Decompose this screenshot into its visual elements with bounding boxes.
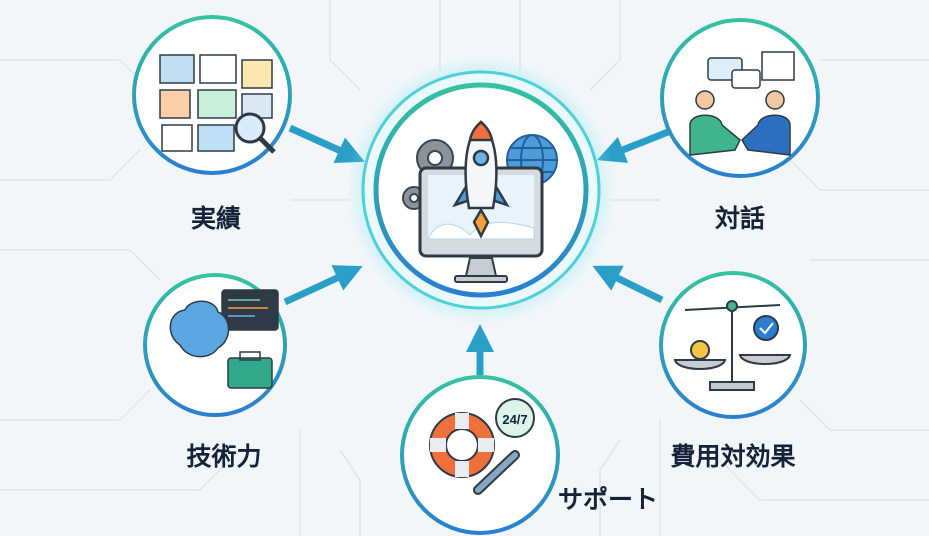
label-support: サポート [557,485,659,514]
center-node [346,55,616,325]
node-cost-effectiveness [659,271,807,419]
arrow-technical-skill [283,265,363,306]
node-dialogue [660,18,820,178]
node-support: 24/7 [400,375,560,535]
lifebuoy-icon [429,412,495,478]
wrench-icon [473,450,520,495]
support-badge: 24/7 [502,412,527,427]
brain-code-icon [169,289,279,389]
arrow-track-record [288,124,365,163]
label-dialogue: 対話 [714,204,766,233]
label-technical-skill: 技術力 [186,442,262,471]
node-technical-skill [143,273,287,417]
portfolio-icon [159,54,276,154]
label-cost-effectiveness: 費用対効果 [670,442,796,471]
arrow-cost [592,265,664,304]
chat-bubble-24-7: 24/7 [495,398,535,438]
label-track-record: 実績 [190,204,242,233]
arrow-dialogue [596,128,670,163]
balance-scale-icon [673,300,792,391]
rocket-icon [452,120,510,239]
handshake-icon [689,51,795,156]
arrows [283,124,670,375]
node-track-record [132,15,292,175]
